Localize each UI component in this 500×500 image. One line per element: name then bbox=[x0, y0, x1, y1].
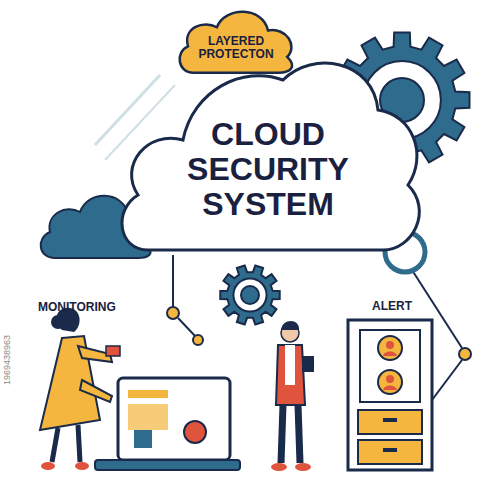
small-gear bbox=[220, 266, 279, 325]
cloud-label: LAYERED PROTECTON bbox=[190, 35, 282, 61]
gear-body bbox=[220, 266, 279, 325]
screen-bar bbox=[128, 390, 168, 398]
cloud-title: CLOUD SECURITY SYSTEM bbox=[163, 117, 373, 223]
section-label: MONITORING bbox=[38, 300, 116, 314]
screen-panel bbox=[128, 404, 168, 430]
record-button bbox=[184, 421, 206, 443]
node-dot bbox=[167, 307, 179, 319]
laptop-base bbox=[95, 460, 240, 470]
woman-figure bbox=[40, 308, 120, 470]
alert-cabinet bbox=[348, 320, 432, 470]
gear-hub bbox=[241, 286, 259, 304]
man-figure bbox=[271, 321, 314, 471]
node-dot bbox=[193, 335, 203, 345]
watermark-number: 1969438963 bbox=[2, 335, 12, 385]
section-label: ALERT bbox=[372, 299, 412, 313]
gear-ring bbox=[233, 278, 266, 311]
main-cloud: CLOUD SECURITY SYSTEM bbox=[108, 45, 428, 260]
laptop-screen bbox=[118, 378, 230, 460]
node-dot bbox=[459, 348, 471, 360]
layer-cloud: LAYERED PROTECTON bbox=[172, 4, 300, 78]
lock-icon bbox=[134, 430, 152, 448]
